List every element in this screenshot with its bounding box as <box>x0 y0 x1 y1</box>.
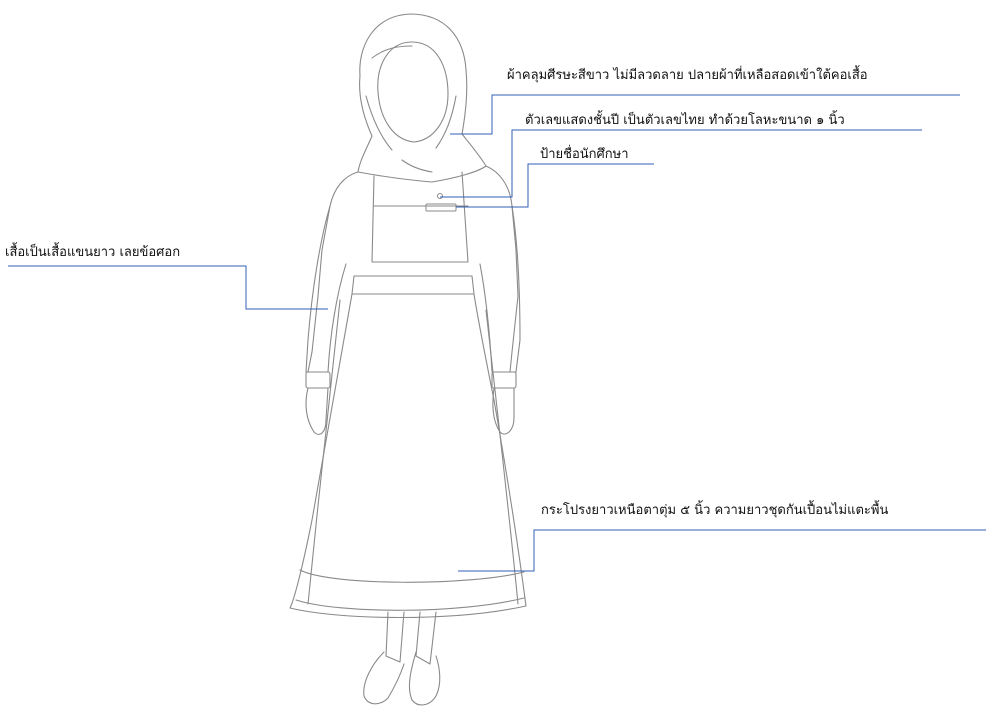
blouse-callout-label: เสื้อเป็นเสื้อแขนยาว เลยข้อศอก <box>5 245 181 260</box>
hijab-callout-label: ผ้าคลุมศีรษะสีขาว ไม่มีลวดลาย ปลายผ้าที่… <box>507 68 868 83</box>
waist-belt <box>351 275 475 295</box>
year-pin <box>437 193 443 199</box>
left-shoe <box>363 651 405 705</box>
name-tag-badge <box>425 203 457 212</box>
left-leg <box>385 611 405 663</box>
skirt-leader <box>458 529 986 572</box>
skirt-outline <box>289 293 527 619</box>
hijab-leader <box>450 94 960 135</box>
name-tag-callout-label: ป้ายชื่อนักศึกษา <box>540 147 629 162</box>
left-sleeve <box>305 205 347 373</box>
blouse-leader <box>8 265 328 310</box>
year-number-callout-label: ตัวเลขแสดงชั้นปี เป็นตัวเลขไทย ทำด้วยโลห… <box>525 113 845 128</box>
right-sleeve <box>479 205 521 373</box>
number-leader <box>440 129 922 198</box>
right-leg <box>415 611 437 665</box>
skirt-callout-label: กระโปรงยาวเหนือตาตุ่ม ๕ นิ้ว ความยาวชุดก… <box>541 503 889 518</box>
face-outline <box>377 41 449 143</box>
right-shoe <box>408 651 441 706</box>
hijab-outline <box>357 13 487 183</box>
torso-outline <box>307 171 359 373</box>
left-hand <box>305 387 329 435</box>
apron-bib <box>371 171 469 263</box>
nametag-leader <box>456 163 654 208</box>
